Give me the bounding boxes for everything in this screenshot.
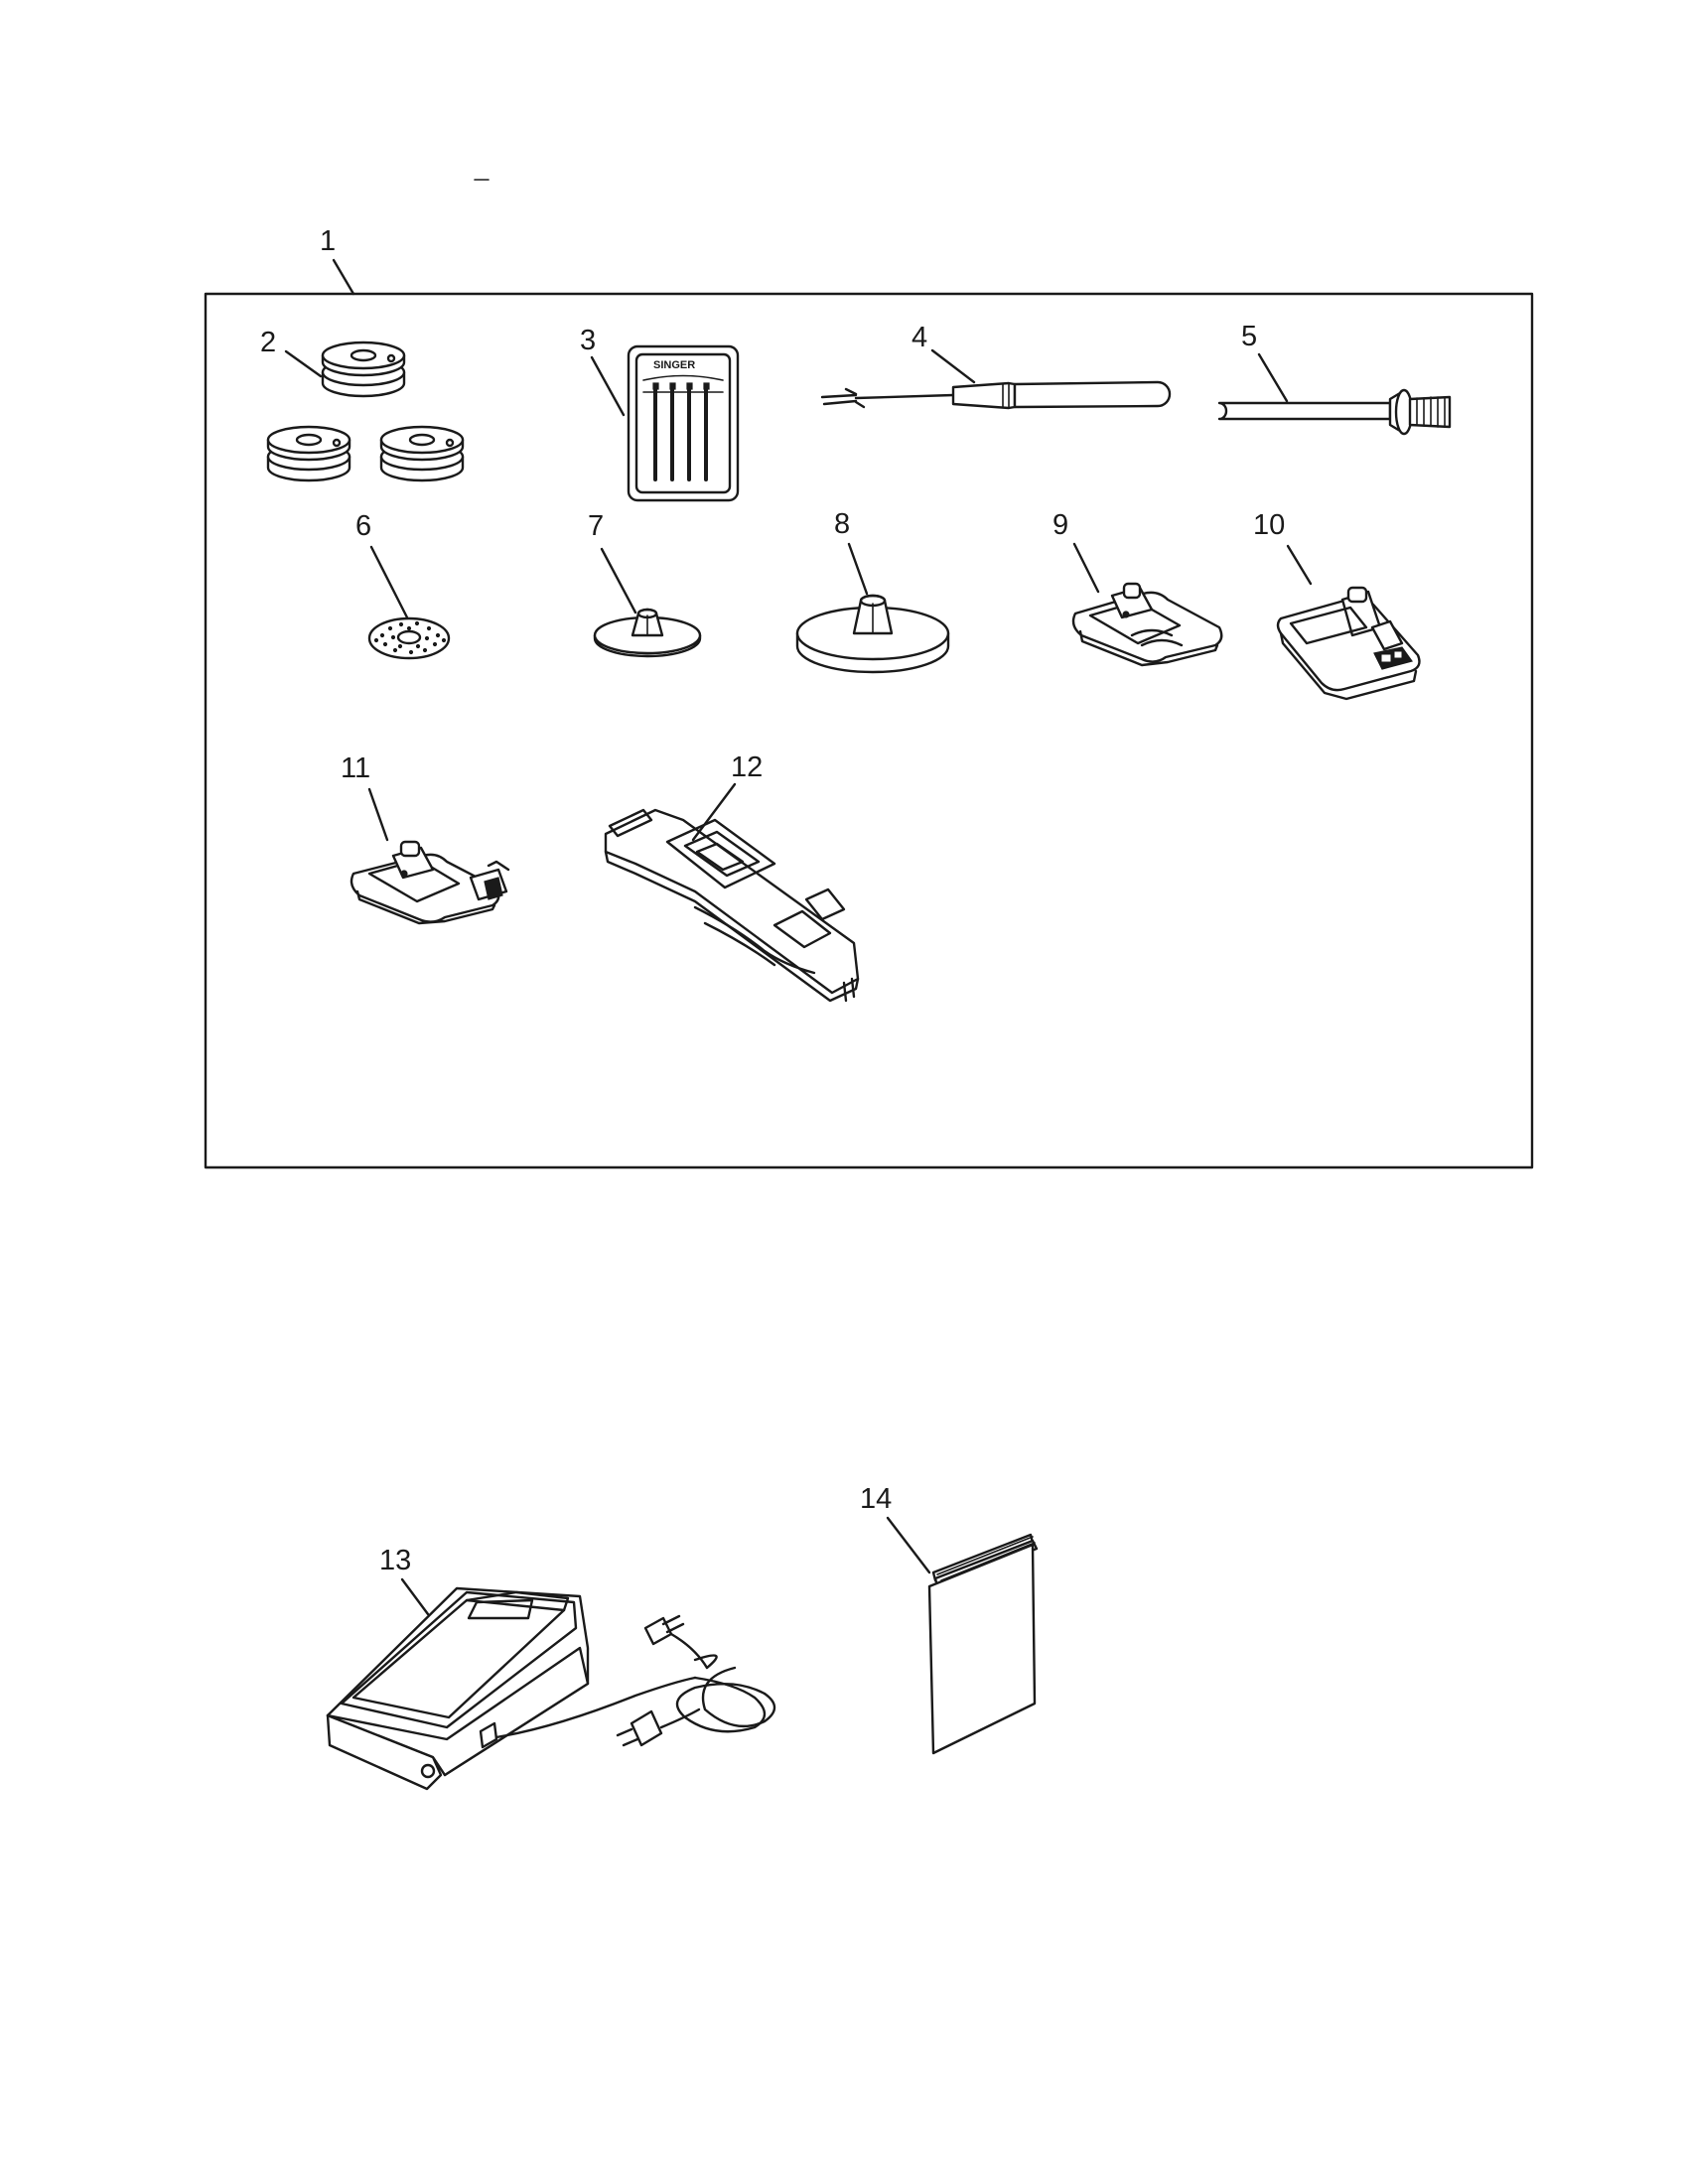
- leader-7: [600, 547, 637, 614]
- buttonhole-foot-illustration: [604, 808, 860, 1003]
- callout-2: 2: [260, 327, 276, 358]
- overedge-foot-illustration: [350, 840, 510, 925]
- bobbins-illustration: [266, 341, 465, 482]
- callout-8: 8: [834, 508, 850, 540]
- leader-2: [284, 349, 323, 378]
- leader-9: [1072, 542, 1100, 594]
- leader-14: [886, 1516, 931, 1574]
- accessory-box-frame: [204, 292, 1534, 1169]
- overcast-foot-illustration: [1276, 586, 1421, 701]
- callout-1: 1: [320, 225, 336, 257]
- callout-12: 12: [731, 751, 763, 783]
- callout-6: 6: [355, 510, 371, 542]
- callout-10: 10: [1253, 509, 1285, 541]
- leader-6: [369, 545, 409, 619]
- large-spool-cap-illustration: [795, 594, 950, 674]
- small-spool-cap-illustration: [593, 608, 702, 658]
- foot-controller-illustration: [326, 1586, 776, 1791]
- leader-1: [332, 258, 355, 296]
- leader-8: [847, 542, 869, 596]
- needle-pack-illustration: SINGER: [627, 344, 740, 502]
- callout-9: 9: [1052, 509, 1068, 541]
- leader-5: [1257, 352, 1289, 403]
- zigzag-foot-illustration: [1071, 582, 1223, 667]
- callout-4: 4: [912, 322, 927, 353]
- leader-13: [400, 1577, 430, 1616]
- leader-4: [930, 348, 976, 384]
- callout-3: 3: [580, 325, 596, 356]
- seam-ripper-illustration: [820, 380, 1172, 410]
- leader-3: [590, 355, 626, 417]
- instruction-booklet-illustration: [927, 1533, 1039, 1755]
- callout-7: 7: [588, 510, 604, 542]
- leader-10: [1286, 544, 1313, 586]
- callout-14: 14: [860, 1483, 892, 1515]
- felt-washer-illustration: [367, 616, 451, 660]
- needle-pack-brand: SINGER: [653, 359, 695, 371]
- callout-13: 13: [379, 1545, 411, 1576]
- callout-11: 11: [341, 752, 370, 784]
- leader-12: [691, 782, 737, 842]
- leader-11: [367, 787, 389, 842]
- callout-5: 5: [1241, 321, 1257, 352]
- spool-pin-brush-illustration: [1217, 388, 1452, 436]
